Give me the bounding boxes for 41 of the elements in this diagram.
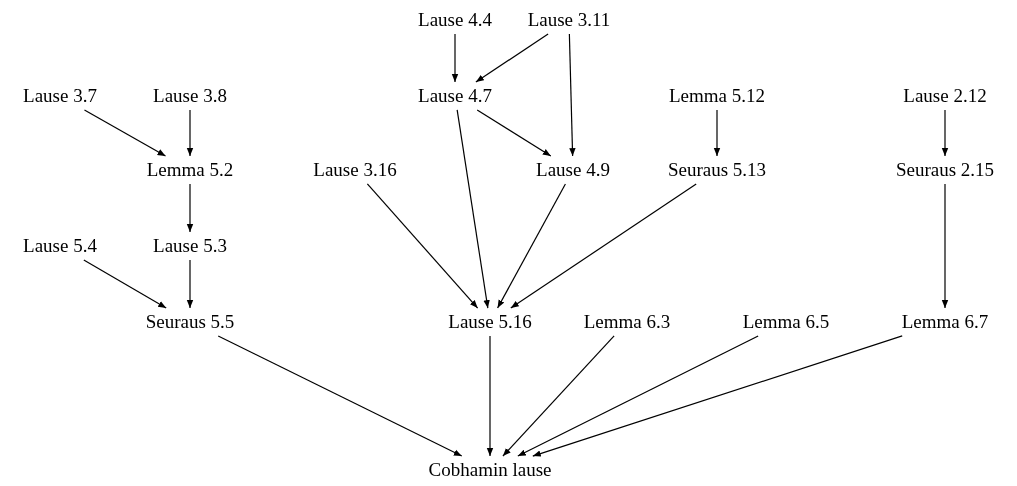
arrow — [83, 109, 167, 157]
node-label: Seuraus 5.13 — [665, 158, 769, 182]
arrow — [451, 33, 459, 83]
node-label: Lemma 6.5 — [740, 310, 832, 334]
node-label: Lemma 6.3 — [581, 310, 673, 334]
node-label: Lemma 5.12 — [667, 84, 767, 108]
node-label: Lause 4.7 — [416, 84, 494, 108]
node-label: Lemma 6.7 — [899, 310, 991, 334]
arrow — [532, 335, 903, 457]
node-label: Lause 3.11 — [525, 8, 613, 32]
node-label: Lause 5.16 — [446, 310, 534, 334]
node-label: Lause 3.16 — [311, 158, 399, 182]
node-label: Lause 4.4 — [416, 8, 494, 32]
arrow — [713, 109, 721, 157]
arrow — [475, 33, 549, 83]
arrow — [456, 109, 490, 309]
node-label: Seuraus 2.15 — [893, 158, 997, 182]
node-label: Lause 5.3 — [151, 234, 229, 258]
node-label: Lause 4.9 — [534, 158, 612, 182]
arrow — [83, 259, 167, 309]
arrow — [941, 183, 949, 309]
node-label: Lause 3.8 — [151, 84, 229, 108]
arrow — [186, 183, 194, 233]
arrow — [217, 335, 463, 457]
node-label: Seuraus 5.5 — [143, 310, 237, 334]
arrow — [486, 335, 494, 457]
arrow — [502, 335, 615, 457]
arrow — [186, 109, 194, 157]
arrow — [568, 33, 576, 157]
arrow — [517, 335, 759, 457]
node-label: Lause 3.7 — [21, 84, 99, 108]
arrow — [476, 109, 552, 157]
arrow — [497, 183, 566, 309]
node-label: Lemma 5.2 — [144, 158, 236, 182]
arrow — [186, 259, 194, 309]
arrow — [941, 109, 949, 157]
node-label: Cobhamin lause — [426, 458, 554, 482]
node-label: Lause 5.4 — [21, 234, 99, 258]
node-label: Lause 2.12 — [901, 84, 989, 108]
arrow — [510, 183, 697, 309]
arrow — [366, 183, 479, 309]
